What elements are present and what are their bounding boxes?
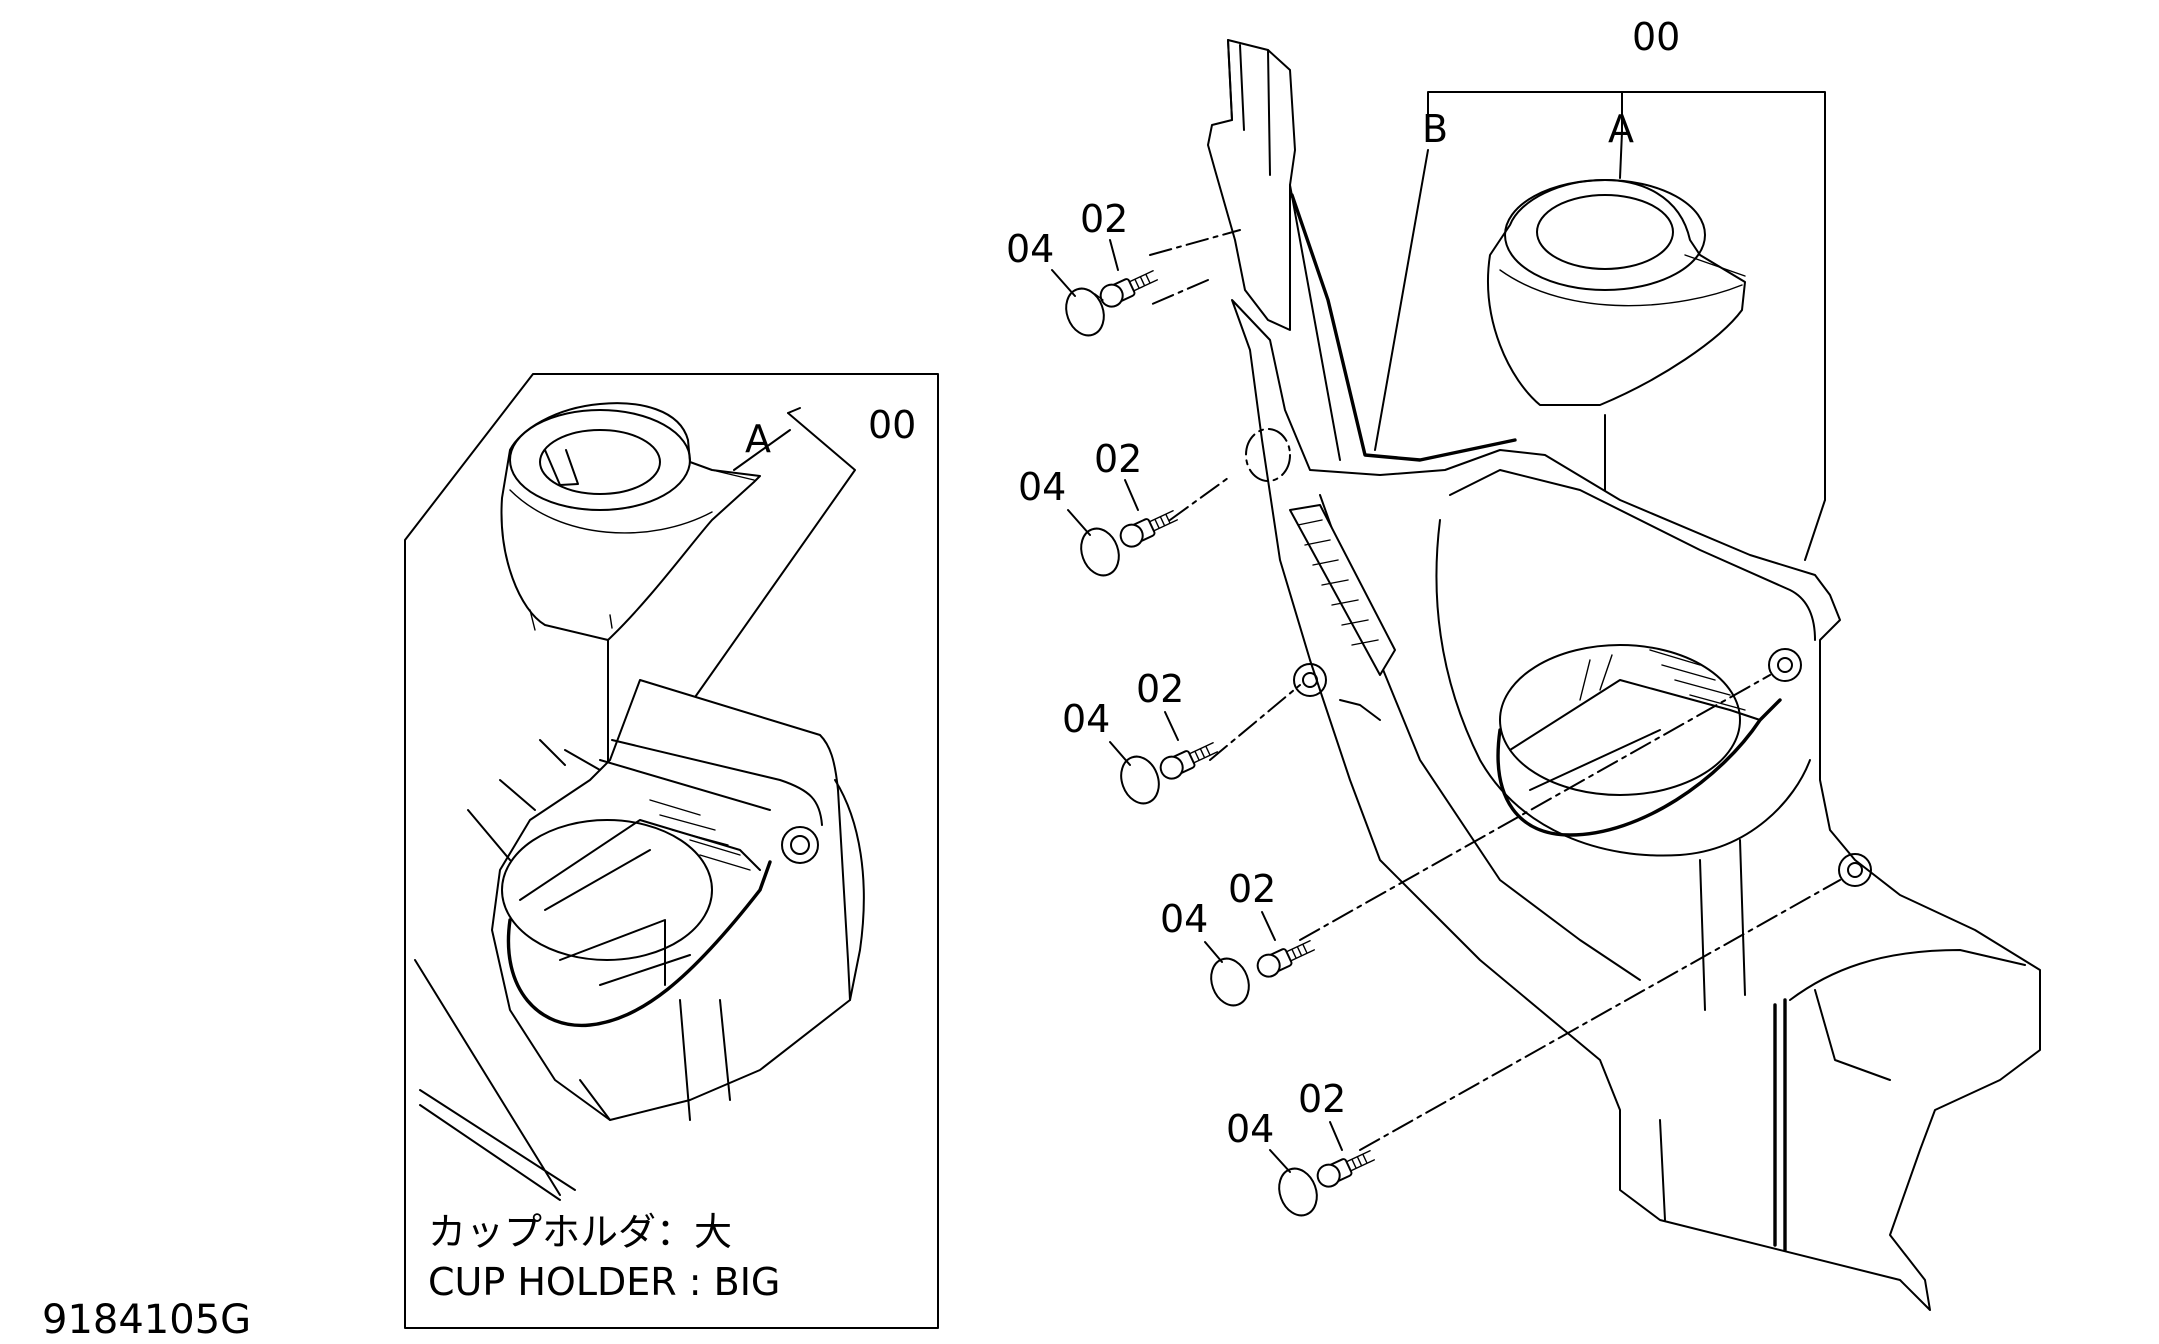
inset-caption-en: CUP HOLDER : BIG bbox=[428, 1260, 780, 1304]
label-02-3: 02 bbox=[1136, 667, 1184, 711]
callout-bracket bbox=[1427, 91, 1826, 501]
fastener-set-3: 02 04 bbox=[1062, 667, 1219, 805]
main-assembly: 00 A B bbox=[1006, 15, 2041, 1311]
vent-duct-b bbox=[1149, 39, 1517, 462]
inset-frame bbox=[404, 373, 939, 1329]
inset-callout-00: 00 bbox=[868, 403, 916, 447]
screw-02 bbox=[1099, 270, 1159, 308]
fastener-set-4: 02 04 bbox=[1160, 867, 1316, 1007]
fastener-set-2: 02 04 bbox=[1018, 437, 1179, 577]
mount-hole-2 bbox=[1768, 648, 1802, 682]
console-panel bbox=[1231, 299, 2041, 1311]
label-04-3: 04 bbox=[1062, 697, 1110, 741]
cap-04 bbox=[1065, 287, 1105, 337]
cap-04 bbox=[1120, 755, 1160, 805]
cap-04 bbox=[1210, 957, 1250, 1007]
inset-detail: 00 A カップホルダ：大 CUP HOLDER : BIG bbox=[404, 373, 939, 1329]
cup-holder-a bbox=[1487, 179, 1746, 721]
label-04-2: 04 bbox=[1018, 465, 1066, 509]
inset-callout-a: A bbox=[745, 417, 771, 461]
mount-hole-3 bbox=[1838, 853, 1872, 887]
callout-b: B bbox=[1422, 107, 1448, 151]
drawing-number: 9184105G bbox=[42, 1297, 251, 1343]
callout-a: A bbox=[1608, 107, 1634, 151]
label-04-4: 04 bbox=[1160, 897, 1208, 941]
mount-hole-1 bbox=[1293, 663, 1327, 697]
label-04-5: 04 bbox=[1226, 1107, 1274, 1151]
inset-console bbox=[491, 679, 865, 1121]
screw-02 bbox=[1159, 742, 1219, 780]
screw-02 bbox=[1256, 940, 1316, 978]
label-02-5: 02 bbox=[1298, 1077, 1346, 1121]
callout-00: 00 bbox=[1632, 15, 1680, 59]
label-02-1: 02 bbox=[1080, 197, 1128, 241]
inset-caption-jp: カップホルダ：大 bbox=[428, 1210, 732, 1254]
fastener-set-5: 02 04 bbox=[1226, 1077, 1376, 1217]
label-04-1: 04 bbox=[1006, 227, 1054, 271]
cap-04 bbox=[1278, 1167, 1318, 1217]
label-02-4: 02 bbox=[1228, 867, 1276, 911]
screw-02 bbox=[1316, 1150, 1376, 1188]
inset-cup-holder-a bbox=[500, 402, 761, 641]
cap-04 bbox=[1080, 527, 1120, 577]
fastener-set-1: 02 04 bbox=[1006, 197, 1159, 337]
screw-02 bbox=[1119, 510, 1179, 548]
label-02-2: 02 bbox=[1094, 437, 1142, 481]
